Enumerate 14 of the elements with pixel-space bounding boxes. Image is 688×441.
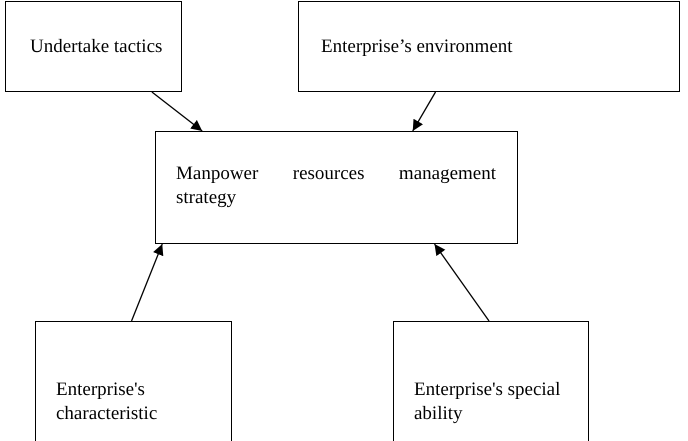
arrow bbox=[130, 244, 164, 322]
text-box bbox=[35, 321, 232, 441]
box-label: Enterprise’s environment bbox=[321, 35, 514, 59]
text-box bbox=[393, 321, 589, 441]
box-label: Undertake tactics bbox=[30, 35, 164, 59]
text-box bbox=[5, 1, 182, 92]
text-box bbox=[298, 1, 680, 92]
box-label: Manpower resources management strategy bbox=[176, 162, 496, 210]
arrow bbox=[152, 91, 203, 132]
arrow bbox=[412, 92, 436, 132]
box-label: Enterprise's special ability bbox=[414, 378, 562, 426]
arrow bbox=[434, 244, 490, 322]
text-box bbox=[155, 131, 518, 244]
box-label: Enterprise's characteristic bbox=[56, 378, 158, 426]
